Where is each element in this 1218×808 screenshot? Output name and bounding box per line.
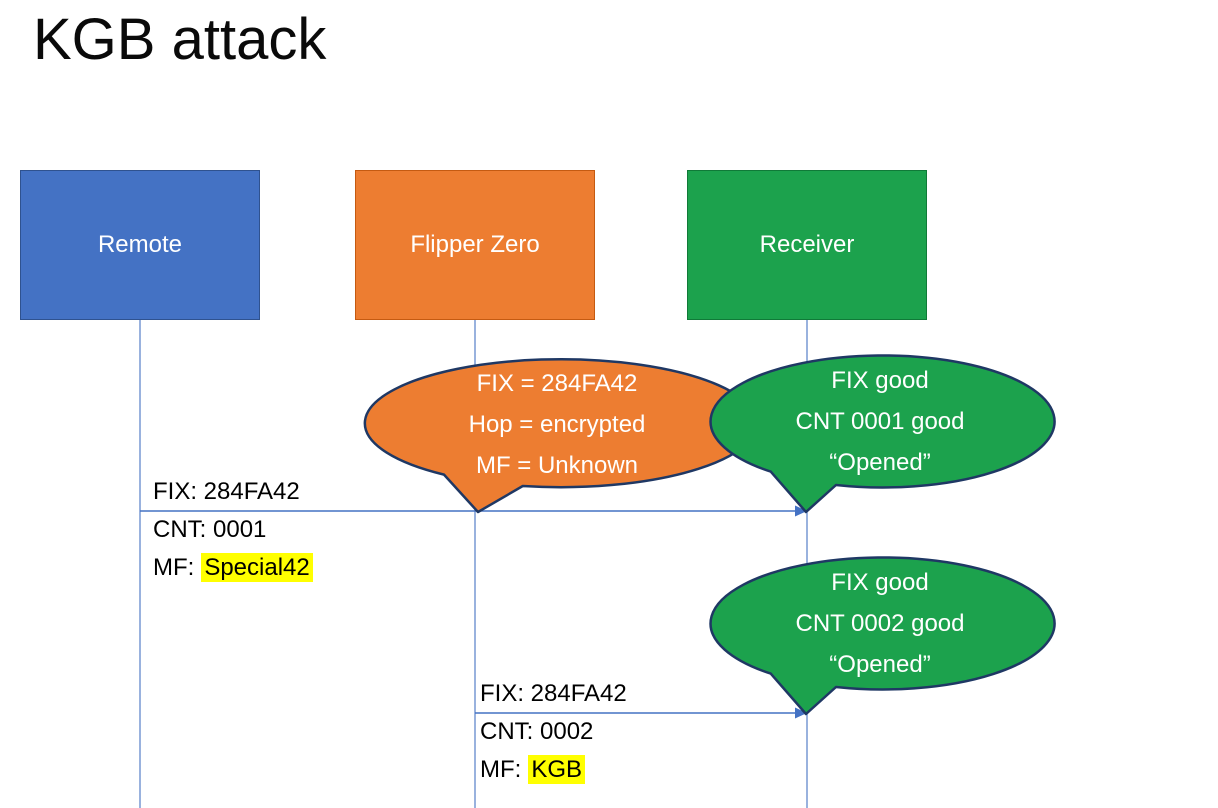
receiver-callout2-text: FIX good CNT 0002 good “Opened” xyxy=(720,555,1040,691)
actor-remote: Remote xyxy=(20,170,260,320)
callout-line: “Opened” xyxy=(829,448,931,476)
callout-line: FIX good xyxy=(831,366,929,394)
actor-flipper-zero: Flipper Zero xyxy=(355,170,595,320)
message1-fix-label: FIX: 284FA42 xyxy=(153,478,300,505)
callout-line: FIX good xyxy=(831,568,929,596)
message2-mf-label: MF:KGB xyxy=(480,755,586,785)
message1-mf-highlighted-value: Special42 xyxy=(201,553,313,582)
actor-remote-label: Remote xyxy=(97,231,183,258)
message1-cnt-label: CNT: 0001 xyxy=(153,516,267,543)
message2-fix-label: FIX: 284FA42 xyxy=(480,680,627,707)
flipper-callout-text: FIX = 284FA42 Hop = encrypted MF = Unkno… xyxy=(377,356,737,492)
message2-mf-prefix: MF: xyxy=(480,756,522,783)
callout-line: Hop = encrypted xyxy=(468,410,646,438)
message2-mf-highlighted-value: KGB xyxy=(528,755,586,784)
message2-cnt-label: CNT: 0002 xyxy=(480,718,594,745)
callout-line: MF = Unknown xyxy=(475,451,639,479)
callout-line: “Opened” xyxy=(829,650,931,678)
slide-title: KGB attack xyxy=(33,7,327,72)
message1-mf-prefix: MF: xyxy=(153,554,195,581)
receiver-callout1-text: FIX good CNT 0001 good “Opened” xyxy=(720,353,1040,489)
message1-mf-label: MF:Special42 xyxy=(153,553,313,583)
receiver-callout2-bubble xyxy=(709,556,1056,716)
message1-arrowhead xyxy=(795,505,807,517)
callout-line: CNT 0002 good xyxy=(795,609,965,637)
actor-receiver-label: Receiver xyxy=(759,231,855,258)
callout-line: CNT 0001 good xyxy=(795,407,965,435)
callout-line: FIX = 284FA42 xyxy=(476,369,638,397)
receiver-callout1-bubble xyxy=(709,354,1056,514)
message2-arrowhead xyxy=(795,707,807,719)
actor-flipper-zero-label: Flipper Zero xyxy=(410,231,540,258)
actor-receiver: Receiver xyxy=(687,170,927,320)
flipper-callout-bubble xyxy=(363,357,759,514)
